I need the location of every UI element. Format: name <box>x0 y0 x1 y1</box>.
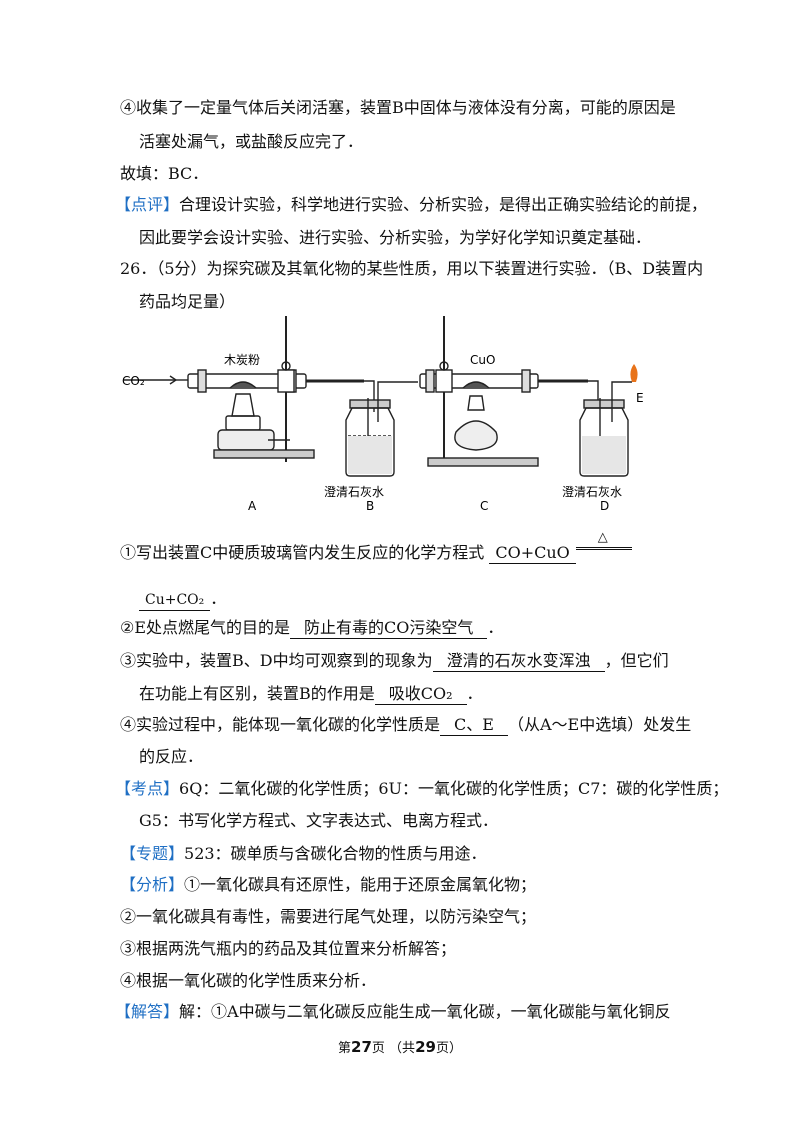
zhuanti-tag: 【专题】 <box>120 844 185 863</box>
equation-condition: △ <box>575 530 632 550</box>
question-3-cont: 在功能上有区别，装置B的作用是吸收CO₂． <box>139 683 483 705</box>
label-a: A <box>248 499 257 513</box>
q2-prefix: ②E处点燃尾气的目的是 <box>120 618 291 637</box>
footer-pre: 第 <box>338 1041 352 1056</box>
text-line: ④收集了一定量气体后关闭活塞，装置B中固体与液体没有分离，可能的原因是 <box>120 98 676 117</box>
kaodian-cont: G5：书写化学方程式、文字表达式、电离方程式． <box>139 811 498 830</box>
charcoal-powder <box>229 381 257 389</box>
q4-suffix: （从A～E中选填）处发生 <box>507 715 692 734</box>
text-line: 故填：BC． <box>120 164 209 183</box>
q1-answer-right: Cu+CO₂ <box>139 590 211 611</box>
q3-line2-prefix: 在功能上有区别，装置B的作用是 <box>139 684 375 703</box>
q1-prefix: ①写出装置C中硬质玻璃管内发生反应的化学方程式 <box>120 543 485 562</box>
kaodian-tag: 【考点】 <box>115 779 180 798</box>
period: ． <box>210 589 227 608</box>
question-1: ①写出装置C中硬质玻璃管内发生反应的化学方程式 CO+CuO △ <box>120 530 632 564</box>
apparatus-diagram: CO₂ 木炭粉 CuO E 澄清石灰水 澄清石灰水 A B C D <box>122 316 644 513</box>
footer-mid: 页 （共 <box>371 1041 416 1056</box>
label-d: D <box>600 499 609 513</box>
q3-answer: 澄清的石灰水变浑浊 <box>432 651 605 672</box>
kaodian: 【考点】6Q：二氧化碳的化学性质；6U：一氧化碳的化学性质；C7：碳的化学性质； <box>115 778 728 800</box>
limewater-b-label: 澄清石灰水 <box>324 484 384 499</box>
page-footer: 第27页 （共29页） <box>0 1037 800 1056</box>
text-line: 活塞处漏气，或盐酸反应完了． <box>139 132 364 151</box>
lamp-a <box>231 393 255 417</box>
fenxi-text: ①一氧化碳具有还原性，能用于还原金属氧化物； <box>184 875 537 894</box>
comment-text: 合理设计实验，科学地进行实验、分析实验，是得出正确实验结论的前提， <box>179 195 708 214</box>
cuo-powder <box>462 381 490 389</box>
kaodian-text: 6Q：二氧化碳的化学性质；6U：一氧化碳的化学性质；C7：碳的化学性质； <box>179 779 729 798</box>
cuo-label: CuO <box>470 353 495 367</box>
q2-answer: 防止有毒的CO污染空气 <box>290 618 488 639</box>
fenxi: 【分析】①一氧化碳具有还原性，能用于还原金属氧化物； <box>120 874 536 896</box>
fenxi-line-2: ②一氧化碳具有毒性，需要进行尾气处理，以防污染空气； <box>120 907 537 926</box>
jieda-text: 解：①A中碳与二氧化碳反应能生成一氧化碳，一氧化碳能与氧化铜反 <box>179 1002 671 1021</box>
question-title: 26．（5分）为探究碳及其氧化物的某些性质，用以下装置进行实验．（B、D装置内 <box>120 259 704 278</box>
page-number: 27 <box>351 1038 372 1056</box>
page-total: 29 <box>415 1038 436 1056</box>
zhuanti: 【专题】523：碳单质与含碳化合物的性质与用途． <box>120 843 487 865</box>
charcoal-label: 木炭粉 <box>224 353 260 367</box>
q4-prefix: ④实验过程中，能体现一氧化碳的化学性质是 <box>120 715 441 734</box>
q4-answer: C、E <box>440 715 508 736</box>
limewater-d-label: 澄清石灰水 <box>562 484 622 499</box>
question-3: ③实验中，装置B、D中均可观察到的现象为澄清的石灰水变浑浊，但它们 <box>120 650 669 672</box>
label-b: B <box>366 499 374 513</box>
comment-tag: 【点评】 <box>115 195 180 214</box>
fenxi-tag: 【分析】 <box>120 875 185 894</box>
label-c: C <box>480 499 488 513</box>
bottle-d <box>579 407 629 477</box>
flame-icon <box>630 364 638 382</box>
text-line: 【点评】合理设计实验，科学地进行实验、分析实验，是得出正确实验结论的前提， <box>115 194 707 216</box>
text-line: 药品均足量） <box>139 292 236 311</box>
fenxi-line-4: ④根据一氧化碳的化学性质来分析． <box>120 971 377 990</box>
period: ． <box>487 618 504 637</box>
jieda-tag: 【解答】 <box>115 1002 180 1021</box>
question-1-cont: Cu+CO₂． <box>139 588 226 611</box>
q1-answer-left: CO+CuO <box>489 543 576 564</box>
jieda: 【解答】解：①A中碳与二氧化碳反应能生成一氧化碳，一氧化碳能与氧化铜反 <box>115 1001 671 1023</box>
q3-suffix: ，但它们 <box>604 651 669 670</box>
question-4-cont: 的反应． <box>139 747 204 766</box>
q3-prefix: ③实验中，装置B、D中均可观察到的现象为 <box>120 651 433 670</box>
q3-answer-2: 吸收CO₂ <box>374 684 467 705</box>
co2-label: CO₂ <box>122 374 145 388</box>
lamp-c <box>454 420 498 451</box>
bottle-b <box>345 407 395 477</box>
question-2: ②E处点燃尾气的目的是防止有毒的CO污染空气． <box>120 617 503 639</box>
e-label: E <box>636 391 644 405</box>
footer-post: 页） <box>435 1041 462 1056</box>
period: ． <box>466 684 483 703</box>
fenxi-line-3: ③根据两洗气瓶内的药品及其位置来分析解答； <box>120 939 457 958</box>
zhuanti-text: 523：碳单质与含碳化合物的性质与用途． <box>184 844 487 863</box>
text-line: 因此要学会设计实验、进行实验、分析实验，为学好化学知识奠定基础． <box>139 228 652 247</box>
delta-sign: △ <box>597 530 608 545</box>
